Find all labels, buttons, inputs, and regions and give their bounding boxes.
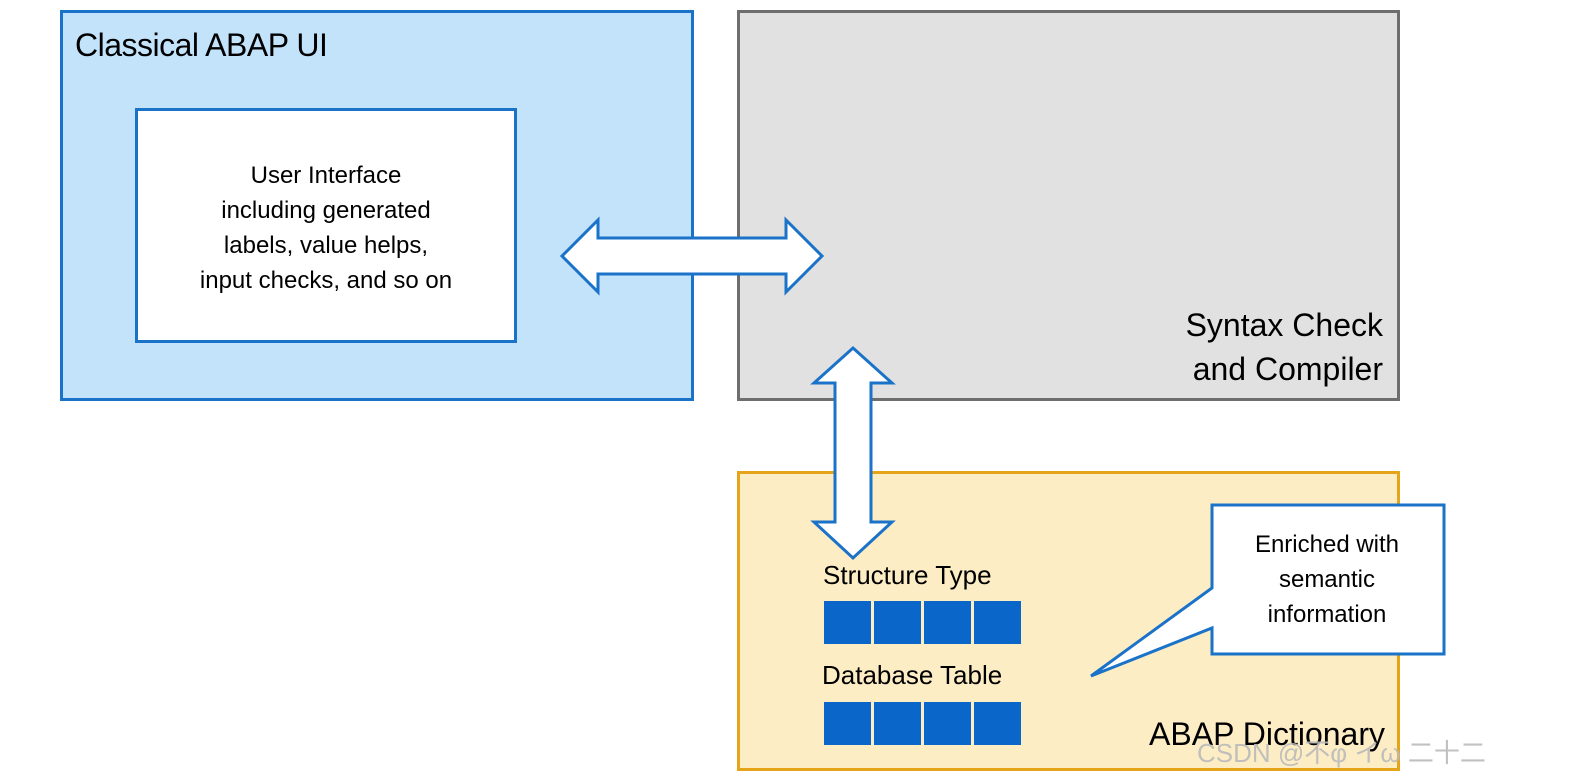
watermark: CSDN @不φ イω 二十二 <box>1197 738 1486 768</box>
abap-dictionary-title: ABAP Dictionary <box>1149 716 1385 752</box>
structure-field <box>874 601 921 644</box>
table-field <box>824 702 871 745</box>
vertical-double-arrow <box>810 345 896 561</box>
structure-field <box>974 601 1021 644</box>
structure-field <box>824 601 871 644</box>
table-field <box>874 702 921 745</box>
structure-type-fields <box>824 601 1021 644</box>
table-field <box>974 702 1021 745</box>
user-interface-box: User Interface including generated label… <box>135 108 517 343</box>
horizontal-double-arrow <box>559 216 825 296</box>
callout-bubble <box>1090 503 1446 678</box>
syntax-check-compiler-title: Syntax Check and Compiler <box>1185 307 1383 387</box>
classical-abap-ui-title: Classical ABAP UI <box>75 27 328 63</box>
structure-type-label: Structure Type <box>823 560 992 590</box>
syntax-check-compiler-box: Syntax Check and Compiler <box>737 10 1400 401</box>
structure-field <box>924 601 971 644</box>
database-table-fields <box>824 702 1021 745</box>
user-interface-text: User Interface including generated label… <box>199 162 453 294</box>
table-field <box>924 702 971 745</box>
callout-text: Enriched with semantic information <box>1254 531 1400 628</box>
database-table-label: Database Table <box>822 660 1003 690</box>
